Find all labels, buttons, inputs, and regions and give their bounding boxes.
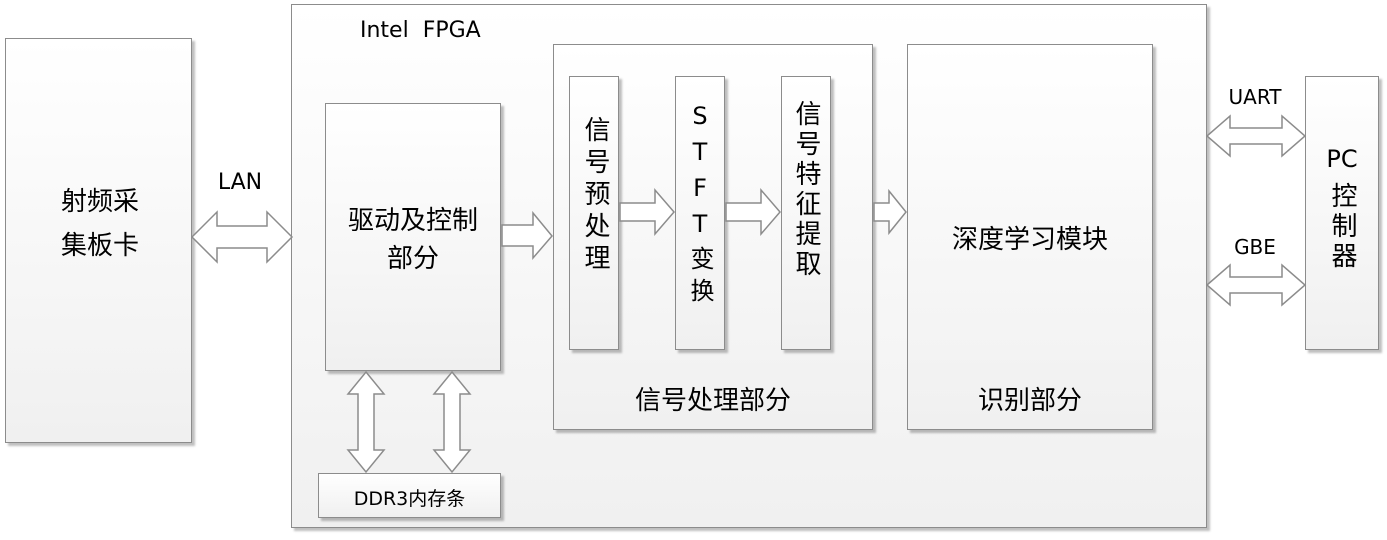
gbe-label: GBE (1234, 235, 1276, 259)
uart-label: UART (1228, 85, 1282, 109)
stft-box (675, 76, 725, 350)
rf-board-box (5, 38, 192, 443)
driver-ddr-arrow-left (346, 370, 386, 474)
driver-to-signal-arrow (501, 210, 553, 261)
driver-label-line2: 部分 (386, 244, 439, 274)
signal-to-recognition-arrow (873, 188, 907, 236)
driver-label-line1: 驱动及控制 (347, 206, 478, 236)
rf-board-label: 射频采集板卡 (60, 187, 139, 261)
fpga-title: Intel FPGA (360, 18, 481, 43)
ddr-box (318, 473, 501, 518)
deep-learning-label: 深度学习模块 (951, 225, 1108, 255)
uart-double-arrow (1205, 114, 1307, 158)
signal-processing-caption: 信号处理部分 (634, 386, 791, 416)
ddr-label: DDR3内存条 (353, 488, 466, 510)
preprocess-to-stft-arrow (619, 187, 675, 237)
recognition-box (907, 44, 1153, 430)
preprocess-box (569, 76, 619, 350)
gbe-double-arrow (1205, 263, 1307, 307)
stft-to-feature-arrow (725, 187, 781, 237)
lan-double-arrow (190, 210, 294, 264)
pc-label-line1: PC (1326, 145, 1358, 173)
pc-controller-box (1305, 76, 1379, 350)
pc-label-line2: 控制器 (1327, 182, 1357, 272)
driver-ddr-arrow-right (432, 370, 472, 474)
lan-label: LAN (217, 170, 263, 195)
feature-label: 信号特征提取 (791, 100, 821, 280)
recognition-caption: 识别部分 (977, 386, 1082, 416)
preprocess-label: 信号预处理 (580, 116, 610, 276)
stft-label: STFT变换 (686, 102, 714, 310)
driver-box (325, 103, 501, 371)
feature-box (781, 76, 831, 350)
